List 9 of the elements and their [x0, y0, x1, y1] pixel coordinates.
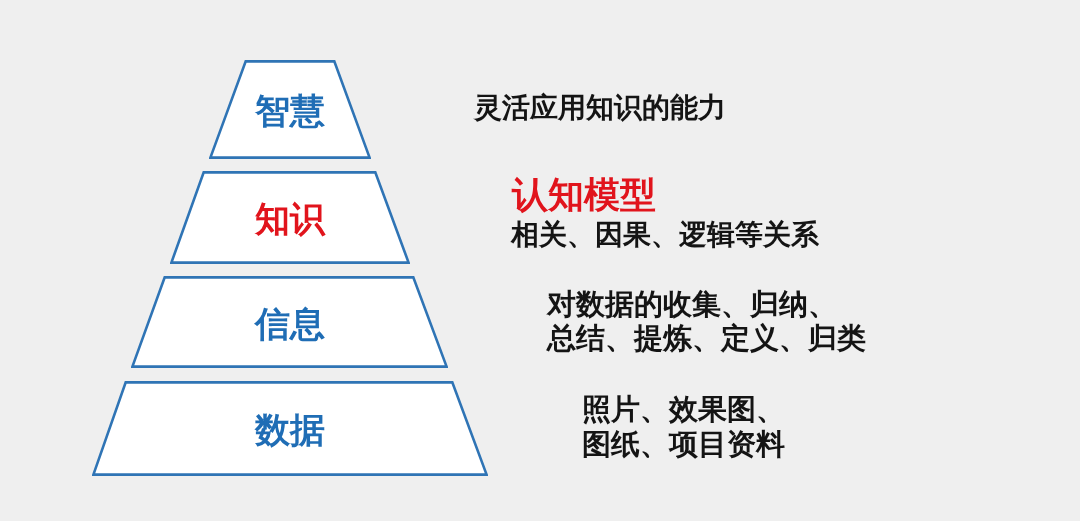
heading-text: 认知模型 [512, 175, 656, 215]
pyramid-tier: 知识 [170, 171, 410, 264]
pyramid-tier: 数据 [92, 381, 488, 476]
description-text: 灵活应用知识的能力 [474, 91, 726, 125]
description-text: 相关、因果、逻辑等关系 [511, 218, 819, 252]
pyramid-tier: 智慧 [209, 60, 371, 159]
description-text: 照片、效果图、图纸、项目资料 [582, 392, 786, 462]
pyramid-tier: 信息 [131, 276, 448, 368]
description-text: 对数据的收集、归纳、总结、提炼、定义、归类 [547, 287, 867, 355]
